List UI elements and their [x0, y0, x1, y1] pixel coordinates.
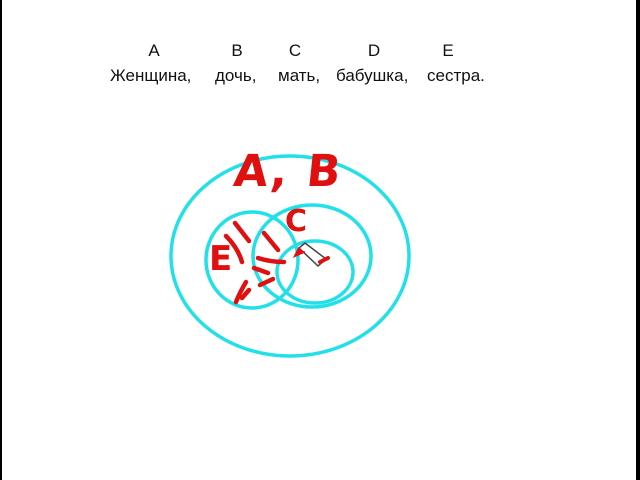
word-daughter: дочь,	[215, 66, 257, 85]
word-woman: Женщина,	[110, 66, 192, 85]
label-e: E	[442, 41, 454, 60]
label-d: D	[367, 41, 381, 60]
circle-inner	[275, 239, 355, 305]
annotation-left: E	[209, 239, 233, 279]
circle-outer	[169, 154, 411, 358]
word-grandmother: бабушка,	[336, 66, 409, 85]
annotation-right: C	[285, 204, 308, 239]
annotation-outer: A, B	[231, 146, 346, 197]
circle-left	[204, 210, 300, 310]
label-b: B	[231, 41, 243, 60]
label-a: A	[148, 41, 160, 60]
word-mother: мать,	[278, 66, 321, 85]
word-sister: сестра.	[427, 66, 485, 85]
label-c: C	[288, 41, 302, 60]
hatching-strokes	[223, 220, 287, 305]
circle-right	[251, 203, 373, 309]
pencil-icon	[292, 242, 330, 268]
